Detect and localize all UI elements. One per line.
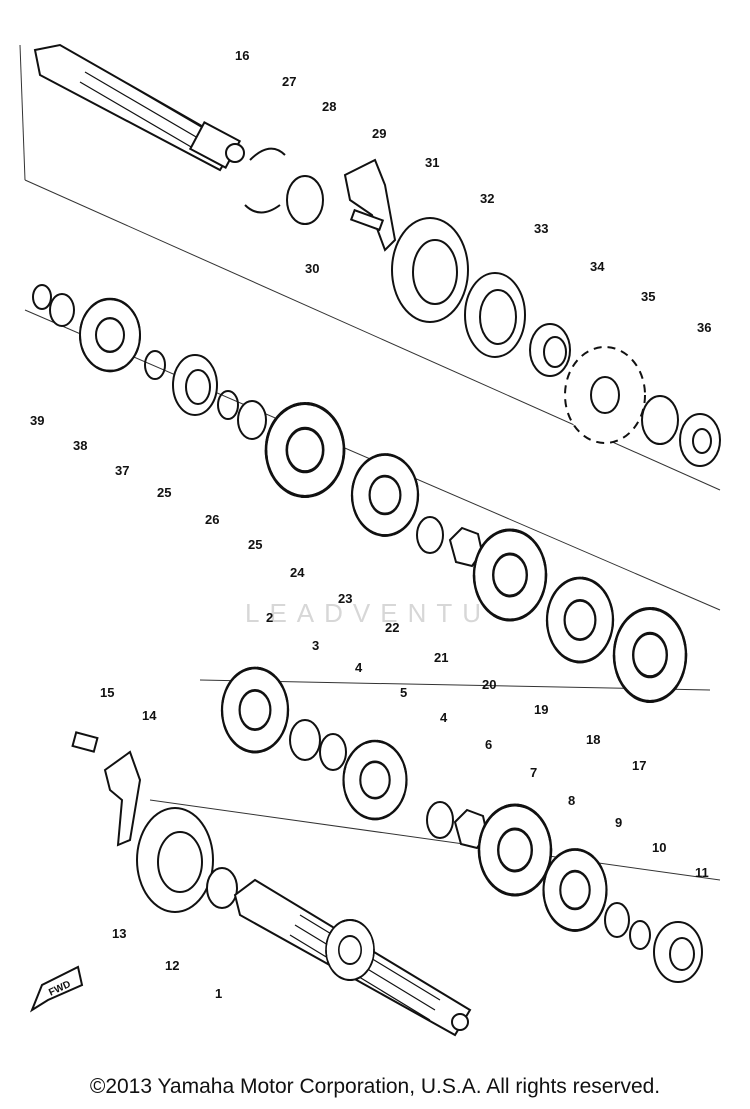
part-label: 9 [615, 815, 622, 830]
bearing-26 [172, 354, 218, 416]
circlip [319, 733, 347, 771]
part-label: 17 [632, 758, 646, 773]
part-label: 21 [434, 650, 448, 665]
part-label: 31 [425, 155, 439, 170]
fwd-arrow-icon: FWD [29, 965, 84, 1013]
part-label: 38 [73, 438, 87, 453]
part-label: 4 [355, 660, 363, 675]
gear-5 [342, 739, 408, 821]
part-label: 37 [115, 463, 129, 478]
part-label: 28 [322, 99, 336, 114]
circlip [426, 801, 454, 839]
bearing-stopper-plate [343, 158, 397, 252]
part-label: 7 [530, 765, 537, 780]
oil-seal-32 [464, 272, 526, 358]
nut-36 [679, 413, 721, 467]
part-label: 23 [338, 591, 352, 606]
lock-washer [641, 395, 679, 445]
part-label: 32 [480, 191, 494, 206]
washer [237, 400, 267, 440]
gear-2 [220, 666, 290, 754]
part-label: 15 [100, 685, 114, 700]
part-label: 6 [485, 737, 492, 752]
screw [349, 208, 385, 232]
part-label: 19 [534, 702, 548, 717]
part-label: 39 [30, 413, 44, 428]
part-label: 27 [282, 74, 296, 89]
part-label: 5 [400, 685, 407, 700]
part-label: 24 [290, 565, 305, 580]
part-label: 22 [385, 620, 399, 635]
part-label: 34 [590, 259, 605, 274]
part-label: 25 [248, 537, 262, 552]
circlip [217, 390, 239, 420]
main-axle [33, 43, 245, 172]
bolt [71, 731, 99, 753]
part-label: 3 [312, 638, 319, 653]
part-label: 14 [142, 708, 157, 723]
part-label: 2 [266, 610, 273, 625]
gear-37 [78, 297, 142, 373]
part-label: 10 [652, 840, 666, 855]
bearing-stopper [103, 750, 142, 847]
collar-33 [529, 323, 571, 377]
part-label: 18 [586, 732, 600, 747]
part-label: 29 [372, 126, 386, 141]
part-label: 13 [112, 926, 126, 941]
bearing-13 [136, 807, 214, 913]
washer [286, 175, 324, 225]
part-label: 30 [305, 261, 319, 276]
circlip [416, 516, 444, 554]
drive-sprocket [564, 346, 646, 444]
part-label: 36 [697, 320, 711, 335]
washer [206, 867, 238, 909]
part-label: 25 [157, 485, 171, 500]
washer [289, 719, 321, 761]
bearing-11 [653, 921, 703, 983]
watermark: LEADVENTU [245, 598, 491, 628]
part-label: 11 [695, 865, 709, 880]
gear-18 [545, 576, 615, 664]
bearing-31 [391, 217, 469, 323]
gear-7 [477, 803, 553, 897]
part-label: 4 [440, 710, 448, 725]
circlip [32, 284, 52, 310]
part-label: 12 [165, 958, 179, 973]
gear-8 [542, 848, 608, 932]
part-label: 1 [215, 986, 222, 1001]
copyright-notice: ©2013 Yamaha Motor Corporation, U.S.A. A… [89, 1075, 661, 1098]
gear-23 [264, 401, 346, 499]
part-label: 16 [235, 48, 249, 63]
gear-22 [350, 453, 420, 537]
part-label: 8 [568, 793, 575, 808]
circlip [629, 920, 651, 950]
part-label: 20 [482, 677, 496, 692]
drive-axle [233, 878, 472, 1037]
part-label: 26 [205, 512, 219, 527]
circlip-half [244, 147, 286, 214]
part-label: 35 [641, 289, 655, 304]
part-labels: 1 2 3 4 4 5 6 7 8 9 10 11 12 13 14 15 16… [30, 48, 711, 1001]
part-label: 33 [534, 221, 548, 236]
gear-17 [612, 606, 688, 704]
washer [49, 293, 75, 327]
washer [604, 902, 630, 938]
circlip [144, 350, 166, 380]
